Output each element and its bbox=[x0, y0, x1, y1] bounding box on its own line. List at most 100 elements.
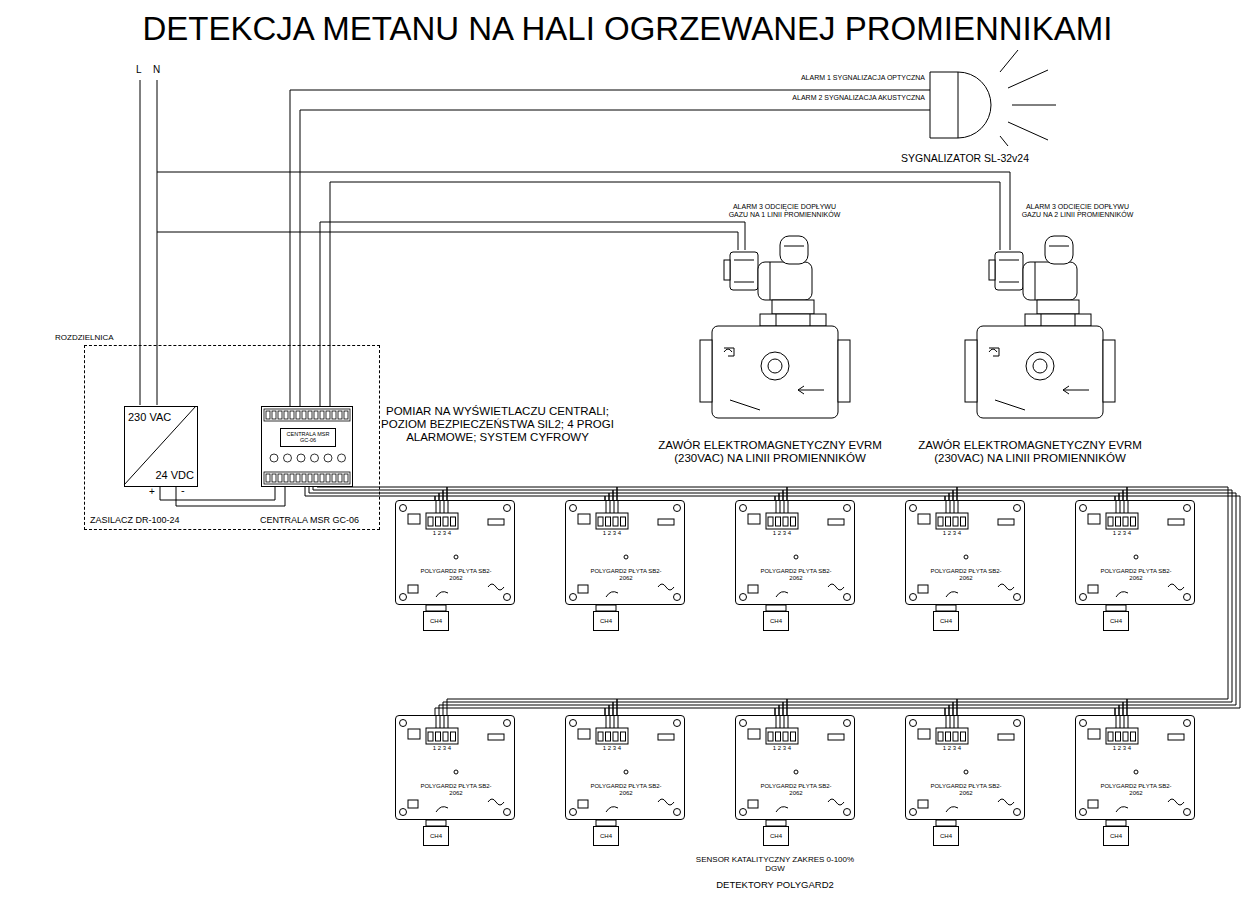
jumper bbox=[748, 800, 758, 808]
terminal-wire bbox=[946, 501, 947, 513]
cable bbox=[828, 584, 844, 590]
jumper bbox=[408, 514, 420, 524]
terminal-numbers: 1 2 3 4 bbox=[596, 745, 628, 752]
gas-detector: 1 2 3 4POLYGARD2 PŁYTA SB2-2062CH4 bbox=[395, 715, 515, 820]
terminal-wire bbox=[1124, 716, 1125, 728]
screw bbox=[844, 505, 851, 512]
terminal-block bbox=[936, 728, 968, 744]
jumper bbox=[408, 729, 420, 739]
terminal-numbers: 1 2 3 4 bbox=[766, 530, 798, 537]
signal-label: ALARM 3 ODCIĘCIE DOPŁYWU GAZU NA 1 LINII… bbox=[727, 203, 842, 219]
terminal-numbers: 1 2 3 4 bbox=[426, 530, 458, 537]
terminal bbox=[296, 474, 300, 482]
terminal-wire bbox=[1128, 716, 1129, 728]
screw bbox=[504, 720, 511, 727]
terminal bbox=[302, 411, 306, 419]
board-label: POLYGARD2 PŁYTA SB2-2062 bbox=[756, 568, 836, 582]
wire-stroke bbox=[953, 702, 1123, 715]
sensor-label: CH4 bbox=[1103, 826, 1129, 846]
device-label: ZASILACZ DR-100-24 bbox=[90, 515, 180, 525]
terminal-wire bbox=[958, 501, 959, 513]
screw bbox=[740, 594, 747, 601]
cable bbox=[998, 584, 1014, 590]
connector bbox=[488, 519, 504, 525]
indicator bbox=[964, 555, 968, 559]
cable bbox=[436, 807, 448, 812]
terminal-screw bbox=[953, 732, 958, 741]
cable bbox=[606, 592, 618, 597]
screw bbox=[844, 594, 851, 601]
wire-stroke bbox=[160, 487, 275, 500]
terminal-screw bbox=[776, 732, 781, 741]
screw bbox=[910, 720, 917, 727]
terminal-numbers: 1 2 3 4 bbox=[1106, 530, 1138, 537]
terminal-screw bbox=[768, 517, 773, 526]
terminal bbox=[266, 411, 270, 419]
diagram-title: DETEKCJA METANU NA HALI OGRZEWANEJ PROMI… bbox=[0, 10, 1255, 48]
terminal-block bbox=[426, 513, 458, 529]
wire-stroke bbox=[320, 222, 745, 406]
terminal bbox=[278, 411, 282, 419]
screw bbox=[1080, 505, 1087, 512]
terminal-screw bbox=[961, 517, 966, 526]
board-label: POLYGARD2 PŁYTA SB2-2062 bbox=[416, 568, 496, 582]
terminal-screw bbox=[1123, 732, 1128, 741]
wire-stroke bbox=[330, 182, 1000, 406]
screw bbox=[910, 594, 917, 601]
terminal-wire bbox=[954, 716, 955, 728]
gas-detector: 1 2 3 4POLYGARD2 PŁYTA SB2-2062CH4 bbox=[1075, 715, 1195, 820]
terminal-numbers: 1 2 3 4 bbox=[936, 530, 968, 537]
indicator bbox=[794, 770, 798, 774]
terminal bbox=[290, 411, 294, 419]
wire-stroke bbox=[949, 705, 1119, 715]
device-label: SYGNALIZATOR SL-32v24 bbox=[875, 152, 1055, 164]
terminal-wire bbox=[448, 716, 449, 728]
jumper bbox=[918, 585, 928, 593]
terminal-row bbox=[264, 409, 350, 421]
screw bbox=[910, 505, 917, 512]
polarity-label: - bbox=[181, 484, 185, 497]
wire-stroke bbox=[309, 487, 439, 500]
gas-detector: 1 2 3 4POLYGARD2 PŁYTA SB2-2062CH4 bbox=[905, 715, 1025, 820]
voltage-label: 24 VDC bbox=[155, 469, 194, 482]
wire bbox=[605, 699, 787, 715]
cable bbox=[606, 807, 618, 812]
screw bbox=[400, 720, 407, 727]
jumper bbox=[408, 585, 418, 593]
wire-stroke bbox=[613, 702, 783, 715]
cable bbox=[828, 799, 844, 805]
wire bbox=[305, 487, 447, 500]
wire-stroke bbox=[617, 487, 787, 500]
terminal-wire bbox=[776, 501, 777, 513]
connector bbox=[998, 519, 1014, 525]
terminal-screw bbox=[1131, 732, 1136, 741]
signal-label: ALARM 2 SYGNALIZACJA AKUSTYCZNA bbox=[780, 94, 925, 102]
wire-stroke bbox=[609, 493, 779, 500]
terminal-block bbox=[1106, 513, 1138, 529]
indicator bbox=[964, 770, 968, 774]
button bbox=[284, 454, 292, 462]
terminal-wire bbox=[614, 501, 615, 513]
button bbox=[338, 454, 346, 462]
button bbox=[324, 454, 332, 462]
terminal bbox=[326, 474, 330, 482]
cable bbox=[946, 807, 958, 812]
wire-stroke bbox=[957, 487, 1127, 500]
jumper bbox=[918, 514, 930, 524]
jumper bbox=[408, 800, 418, 808]
screw bbox=[740, 720, 747, 727]
wire bbox=[945, 487, 1127, 500]
terminal-numbers: 1 2 3 4 bbox=[766, 745, 798, 752]
terminal-screw bbox=[436, 732, 441, 741]
terminal-wire bbox=[1124, 501, 1125, 513]
terminal-wire bbox=[776, 716, 777, 728]
screw bbox=[674, 809, 681, 816]
terminal-screw bbox=[598, 732, 603, 741]
terminal-screw bbox=[791, 517, 796, 526]
signal-label: ALARM 1 SYGNALIZACJA OPTYCZNA bbox=[780, 74, 925, 82]
terminal-screw bbox=[783, 732, 788, 741]
screw bbox=[910, 809, 917, 816]
cable bbox=[946, 592, 958, 597]
wire-stroke bbox=[439, 493, 609, 500]
